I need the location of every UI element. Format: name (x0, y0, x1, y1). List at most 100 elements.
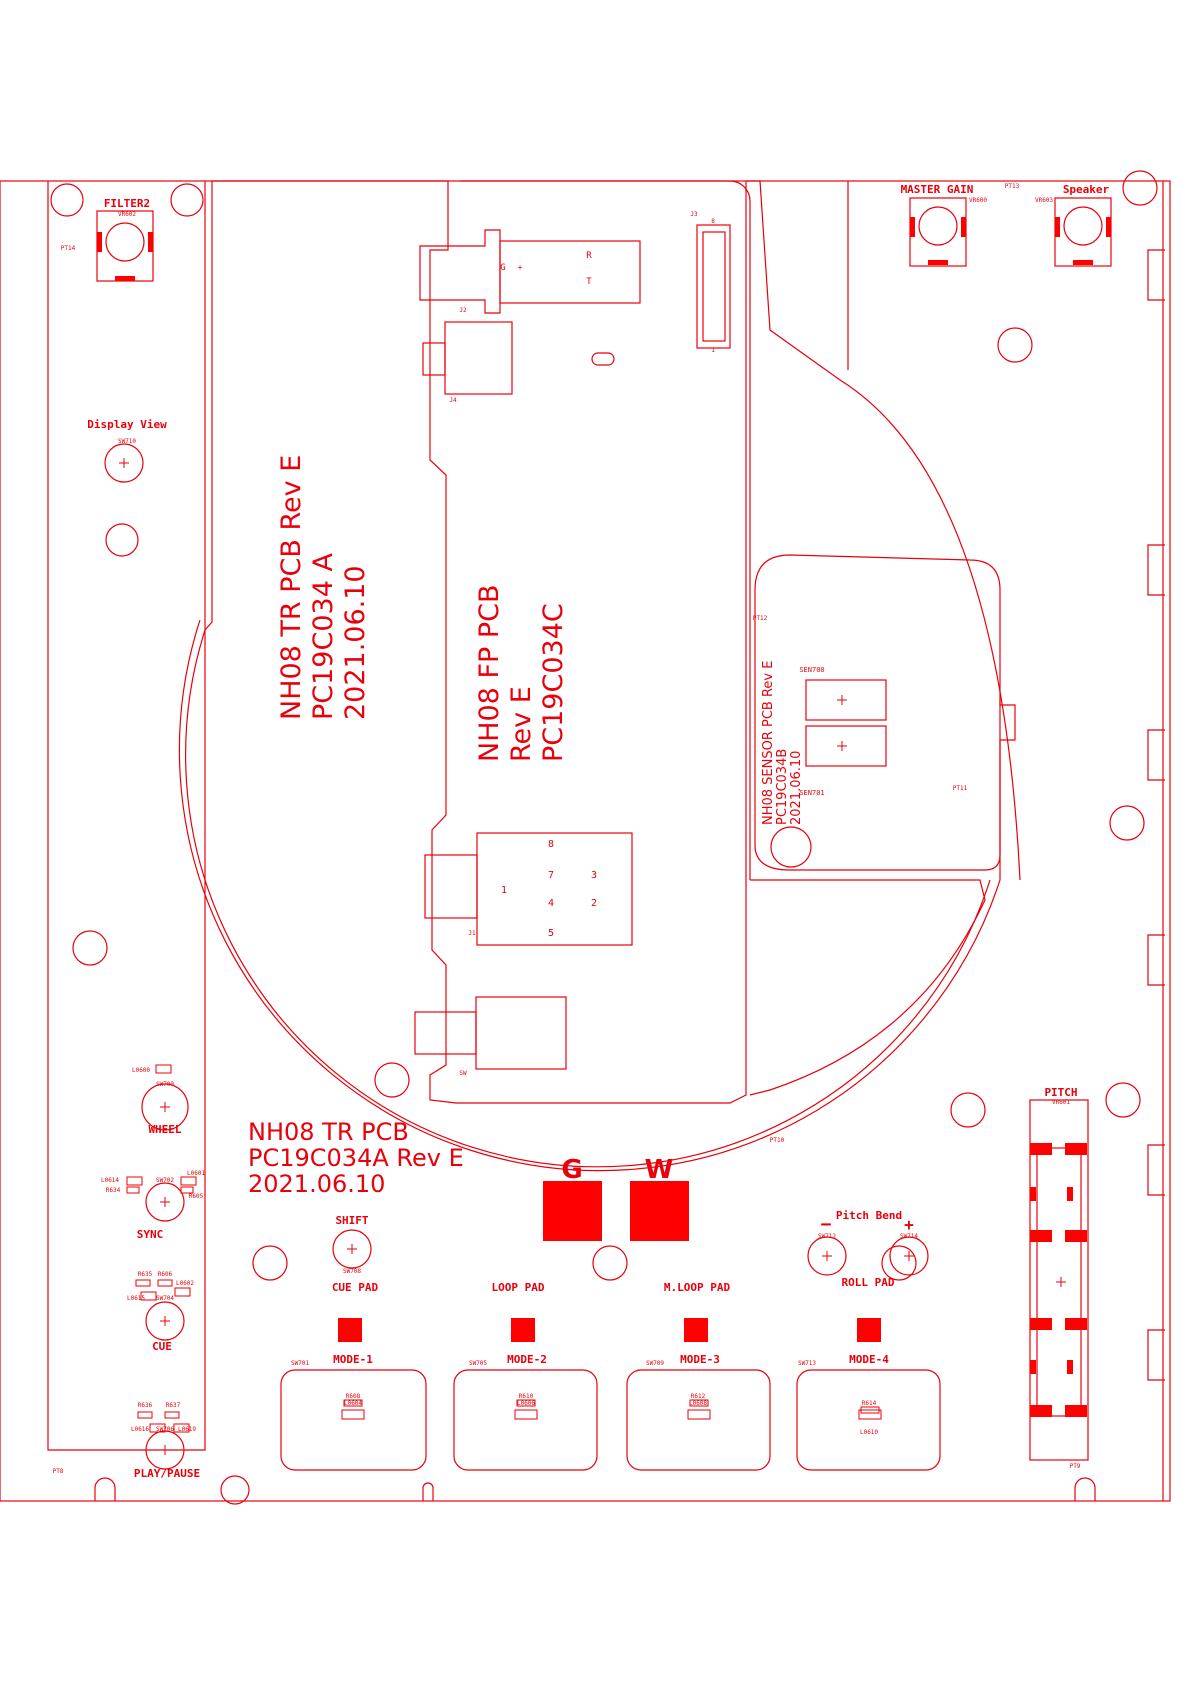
tr-title-horizontal-1: NH08 TR PCB (248, 1118, 409, 1146)
cue-led-2: L0602 (176, 1280, 194, 1287)
roll-pad-title: ROLL PAD (842, 1276, 895, 1289)
sync-button-ring (145, 1182, 185, 1222)
j1-pin: 5 (548, 928, 554, 939)
mode-4-pad-outline (796, 1369, 941, 1471)
shift-ref: SW708 (343, 1268, 361, 1275)
j4-jack-tab (422, 342, 446, 376)
j1-connector-tab (424, 854, 478, 919)
pitch-fader-outline (1029, 1099, 1089, 1461)
fp-inner-edge (460, 180, 751, 880)
mode-1-led: L0604 (344, 1400, 362, 1407)
mode-2-label: MODE-2 (507, 1353, 547, 1366)
cue-button-ring (145, 1301, 185, 1341)
mode-2-led: L0606 (517, 1400, 535, 1407)
speaker-knob-outline (1054, 197, 1112, 267)
sensor-title-vertical-1: NH08 SENSOR PCB Rev E (761, 661, 776, 825)
mode-3-led: L0608 (689, 1400, 707, 1407)
speaker-knob-ring (1063, 206, 1103, 246)
sen700-label: SEN700 (799, 666, 824, 674)
sync-r-2: R605 (189, 1193, 204, 1200)
mode-2-sw: SW705 (469, 1360, 487, 1367)
j4-jack-outline (444, 321, 513, 395)
wheel-ref: SW700 (156, 1081, 174, 1088)
j1-pin: 7 (548, 870, 554, 881)
pitch-bend-minus: − (821, 1214, 832, 1235)
roll-pad-led-red (857, 1318, 881, 1342)
tr-title-horizontal-2: PC19C034A Rev E (248, 1144, 464, 1172)
cue-led-1: L0615 (127, 1295, 145, 1302)
mode-4-led: L0610 (860, 1429, 878, 1436)
j1-label: J1 (468, 930, 476, 937)
sensor-board-outline (754, 554, 1016, 871)
solder-pads (97, 217, 1111, 1417)
j2-jack-outline (419, 229, 501, 314)
g-pad-label: G (561, 1155, 582, 1185)
mount-hole (50, 183, 84, 217)
test-point: PT10 (770, 1137, 785, 1144)
mode-3-sw: SW709 (646, 1360, 664, 1367)
sw-toggle-tab (414, 1011, 477, 1055)
mode-3-pad-outline (626, 1369, 771, 1471)
test-point: PT13 (1005, 183, 1020, 190)
test-point: PT9 (1070, 1463, 1081, 1470)
j2-r-label: R (586, 251, 592, 261)
fp-board-outline (212, 180, 747, 1104)
mode-1-label: MODE-1 (333, 1353, 373, 1366)
speaker-label: Speaker (1063, 183, 1110, 196)
fp-title-vertical-3: PC19C034C (538, 603, 569, 762)
j3-connector-inner (702, 231, 726, 342)
jog-circle-outline (178, 619, 1001, 1172)
j2-g-label: G (500, 263, 505, 273)
right-curve-divider (747, 180, 1021, 881)
mloop-pad-led-red (684, 1318, 708, 1342)
mount-hole (1122, 170, 1158, 206)
j3-connector-outline (696, 224, 731, 349)
mode-4-sw: SW713 (798, 1360, 816, 1367)
sync-ref: SW702 (156, 1177, 174, 1184)
pitch-fader-track (1036, 1147, 1082, 1417)
bottom-notch (422, 1482, 434, 1501)
test-point: PT14 (61, 245, 76, 252)
center-crosshairs (119, 458, 1066, 1455)
jog-circle-inner-outline (185, 629, 991, 1168)
tr-board-left-edge (204, 181, 213, 631)
j3-label: J3 (690, 211, 698, 218)
mode-1-pad-outline (280, 1369, 427, 1471)
j1-pin: 1 (501, 885, 507, 896)
display-view-ref: SW710 (118, 438, 136, 445)
play-pause-led-2: L0619 (178, 1426, 196, 1433)
pitch-label: PITCH (1044, 1086, 1077, 1099)
sensor-title-vertical-2: PC19C034B (775, 749, 790, 825)
master-gain-label: MASTER GAIN (901, 183, 974, 196)
sw-label: SW (459, 1070, 467, 1077)
mloop-pad-title: M.LOOP PAD (664, 1281, 731, 1294)
slot-hole (591, 352, 615, 366)
cue-r-1: R635 (138, 1271, 153, 1278)
master-gain-ref: VR600 (969, 197, 987, 204)
mode-2-r: R610 (519, 1393, 534, 1400)
mount-hole (374, 1062, 410, 1098)
mount-hole (105, 523, 139, 557)
pitch-bend-minus-ref: SW712 (818, 1233, 836, 1240)
mount-hole (997, 327, 1033, 363)
left-strip-outline (47, 181, 206, 1451)
cue-label: CUE (152, 1340, 172, 1353)
filter2-ref: VR602 (118, 211, 136, 218)
mode-1-r: R608 (346, 1393, 361, 1400)
test-point: PT12 (753, 615, 768, 622)
mount-hole (770, 826, 812, 868)
pitch-ref: VR601 (1052, 1099, 1070, 1106)
mount-hole (252, 1245, 288, 1281)
mount-hole (950, 1092, 986, 1128)
pitch-bend-plus-ref: SW714 (900, 1233, 918, 1240)
filter2-label: FILTER2 (104, 197, 150, 210)
mount-hole (592, 1245, 628, 1281)
cue-ref: SW704 (156, 1295, 174, 1302)
wheel-label: WHEEL (148, 1123, 181, 1136)
test-point: PT8 (53, 1468, 64, 1475)
play-pause-led-1: L0616 (131, 1426, 149, 1433)
sw-toggle-outline (475, 996, 567, 1070)
master-gain-knob-outline (909, 197, 967, 267)
mount-hole (881, 1245, 917, 1281)
